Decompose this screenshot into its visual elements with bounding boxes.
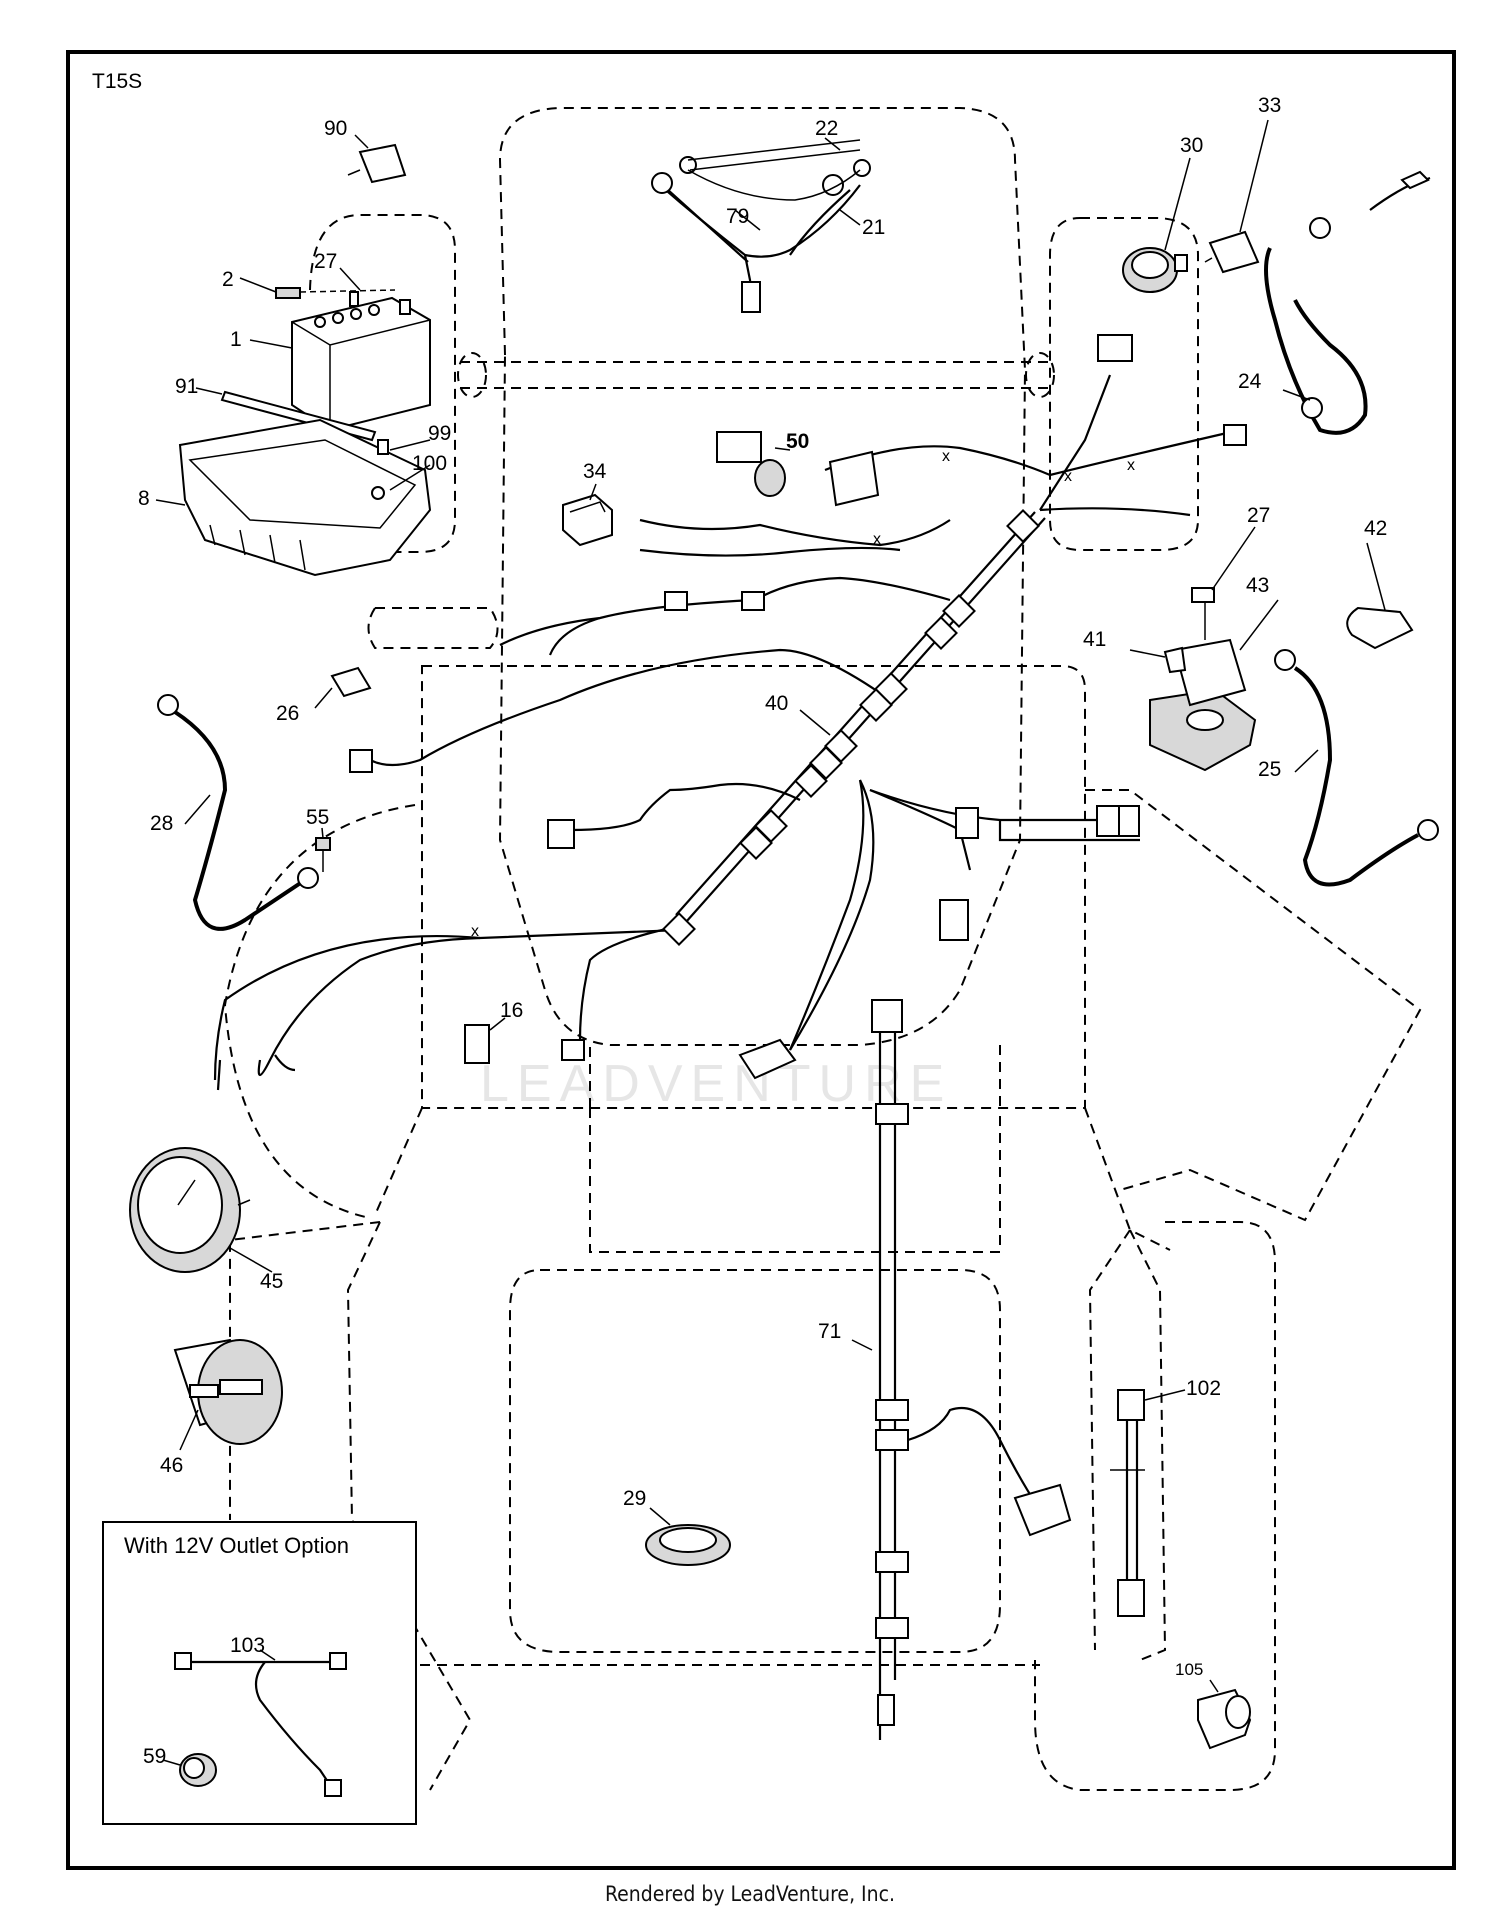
callout-22: 22 — [815, 117, 838, 140]
solenoid-43 — [1149, 587, 1257, 772]
callout-71: 71 — [818, 1320, 841, 1343]
leader-lines — [155, 119, 1386, 1766]
callout-100: 100 — [412, 452, 447, 475]
svg-text:x: x — [471, 923, 479, 940]
callout-40: 40 — [765, 692, 788, 715]
svg-text:x: x — [1064, 468, 1072, 485]
plug-29 — [645, 1524, 731, 1566]
callout-91: 91 — [175, 375, 198, 398]
callout-79: 79 — [726, 205, 749, 228]
inset-title: With 12V Outlet Option — [124, 1533, 349, 1558]
splice-marks: x x x x x — [471, 448, 1135, 940]
relay-33 — [1204, 230, 1260, 274]
cable-28 — [157, 694, 319, 931]
callout-28: 28 — [150, 812, 173, 835]
callout-21: 21 — [862, 216, 885, 239]
footer-credit: Rendered by LeadVenture, Inc. — [605, 1882, 895, 1906]
switch-50 — [716, 431, 880, 507]
ignition-switch-30 — [1122, 247, 1188, 293]
cable-25 — [1274, 649, 1439, 887]
callout-26: 26 — [276, 702, 299, 725]
module-105 — [1197, 1688, 1252, 1750]
hourmeter-46 — [173, 1338, 283, 1445]
callout-105: 105 — [1175, 1660, 1203, 1679]
callout-55: 55 — [306, 806, 329, 829]
callout-27a: 27 — [314, 250, 337, 273]
callout-34: 34 — [583, 460, 607, 483]
callout-90: 90 — [324, 117, 347, 140]
harness-71 — [871, 999, 1072, 1740]
hourmeter-45 — [129, 1147, 251, 1273]
callout-43: 43 — [1246, 574, 1269, 597]
svg-text:x: x — [942, 448, 950, 465]
callout-59: 59 — [143, 1745, 166, 1768]
part-90 — [347, 143, 407, 184]
diagram-frame — [66, 50, 1456, 1870]
harness-102 — [1110, 1389, 1145, 1617]
harness-clips — [662, 334, 1247, 946]
callout-29: 29 — [623, 1487, 646, 1510]
callout-25: 25 — [1258, 758, 1281, 781]
callout-45: 45 — [260, 1270, 283, 1293]
callout-30: 30 — [1180, 134, 1203, 157]
callout-33: 33 — [1258, 94, 1281, 117]
callout-103: 103 — [230, 1634, 265, 1657]
cap-42 — [1346, 606, 1414, 650]
callout-46: 46 — [160, 1454, 183, 1477]
callout-16: 16 — [500, 999, 523, 1022]
callout-42: 42 — [1364, 517, 1387, 540]
callout-27b: 27 — [1247, 504, 1270, 527]
callout-1: 1 — [230, 328, 242, 351]
outlet-option-inset — [102, 1521, 417, 1825]
callout-2: 2 — [222, 268, 234, 291]
callout-50: 50 — [786, 430, 809, 453]
fuse-26 — [330, 666, 372, 698]
svg-text:x: x — [1127, 457, 1135, 474]
headlight-assembly — [651, 139, 871, 313]
key-34 — [562, 493, 613, 547]
watermark: LEADVENTURE — [480, 1055, 953, 1113]
callout-labels: 90 2 27 1 91 99 100 8 22 79 21 30 33 24 … — [138, 94, 1387, 1768]
bolt-55 — [315, 837, 331, 872]
model-code: T15S — [92, 70, 143, 93]
svg-text:x: x — [873, 531, 881, 548]
callout-24: 24 — [1238, 370, 1262, 393]
battery-box-8 — [178, 418, 432, 577]
callout-8: 8 — [138, 487, 150, 510]
cable-24 — [1264, 170, 1431, 435]
callout-99: 99 — [428, 422, 451, 445]
battery-1 — [275, 287, 431, 432]
connectors-misc — [216, 749, 969, 1091]
tractor-outline — [223, 107, 1422, 1791]
callout-41: 41 — [1083, 628, 1106, 651]
callout-102: 102 — [1186, 1377, 1221, 1400]
